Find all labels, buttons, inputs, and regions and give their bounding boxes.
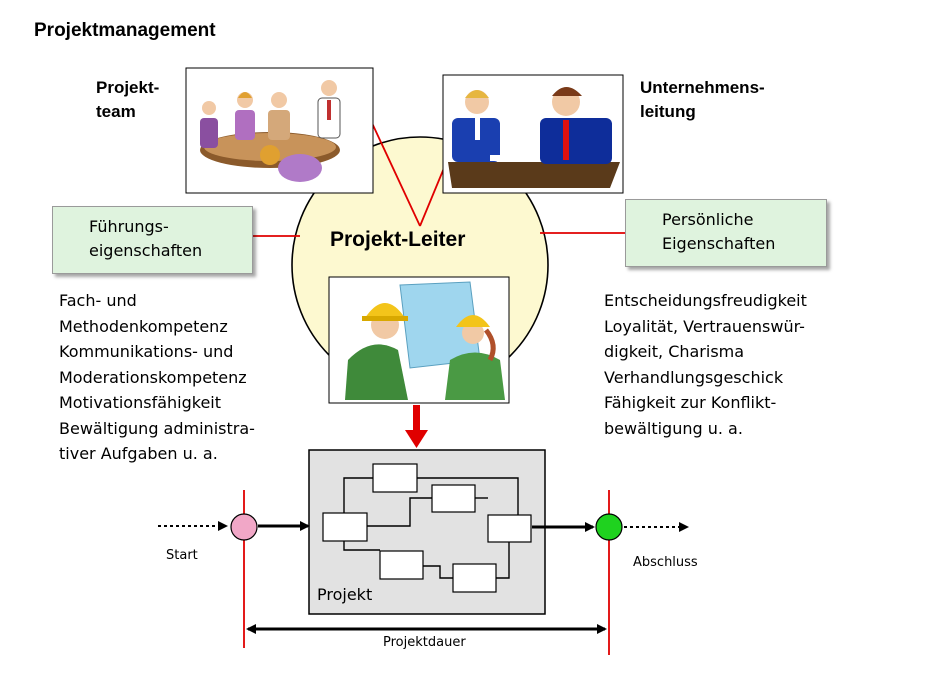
page-title: Projektmanagement xyxy=(34,20,216,41)
management-label-line1: Unternehmens- xyxy=(640,78,765,97)
leader-title: Projekt-Leiter xyxy=(330,228,466,251)
duration-label: Projektdauer xyxy=(383,635,466,650)
list-item: Moderationskompetenz xyxy=(59,367,247,387)
team-connector xyxy=(371,122,421,227)
task-box xyxy=(322,512,368,542)
leader-to-project-arrow xyxy=(405,405,428,448)
leadership-box-line2: eigenschaften xyxy=(89,241,203,260)
team-label: Projekt- team xyxy=(96,76,159,124)
leadership-box: Führungs- eigenschaften xyxy=(52,206,253,274)
list-item: Fähigkeit zur Konflikt- xyxy=(604,393,777,412)
personal-list: Entscheidungsfreudigkeit Loyalität, Vert… xyxy=(604,288,807,441)
list-item: Loyalität, Vertrauenswür- xyxy=(604,316,805,336)
end-label: Abschluss xyxy=(633,555,698,570)
list-item: Kommunikations- und xyxy=(59,342,234,361)
team-label-line1: Projekt- xyxy=(96,78,160,97)
personal-box-line1: Persönliche xyxy=(662,210,754,229)
start-label: Start xyxy=(166,548,198,563)
list-item: bewältigung u. a. xyxy=(604,418,743,438)
leadership-list: Fach- und Methodenkompetenz Kommunikatio… xyxy=(59,288,255,467)
project-label: Projekt xyxy=(317,585,373,604)
task-box xyxy=(372,463,418,493)
task-box xyxy=(379,550,424,580)
list-item: tiver Aufgaben u. a. xyxy=(59,444,218,463)
management-label-line2: leitung xyxy=(640,102,696,121)
start-node xyxy=(230,513,258,541)
task-box xyxy=(487,514,532,543)
list-item: Entscheidungsfreudigkeit xyxy=(604,291,807,310)
end-node xyxy=(595,513,623,541)
list-item: Bewältigung administra- xyxy=(59,418,255,438)
leader-clipart-icon xyxy=(328,276,510,404)
personal-box-line2: Eigenschaften xyxy=(662,234,776,253)
task-box xyxy=(452,563,497,593)
management-label: Unternehmens- leitung xyxy=(640,76,765,124)
team-label-line2: team xyxy=(96,102,136,121)
task-box xyxy=(431,484,476,513)
management-clipart-icon xyxy=(442,74,624,194)
list-item: Fach- und xyxy=(59,291,137,310)
project-network-lines xyxy=(343,477,519,579)
leadership-box-line1: Führungs- xyxy=(89,217,169,236)
personal-box: Persönliche Eigenschaften xyxy=(625,199,827,267)
team-clipart-icon xyxy=(185,67,374,194)
list-item: Motivationsfähigkeit xyxy=(59,393,222,412)
project-tasks xyxy=(322,463,532,593)
list-item: digkeit, Charisma xyxy=(604,342,745,361)
list-item: Methodenkompetenz xyxy=(59,316,228,336)
list-item: Verhandlungsgeschick xyxy=(604,367,784,387)
